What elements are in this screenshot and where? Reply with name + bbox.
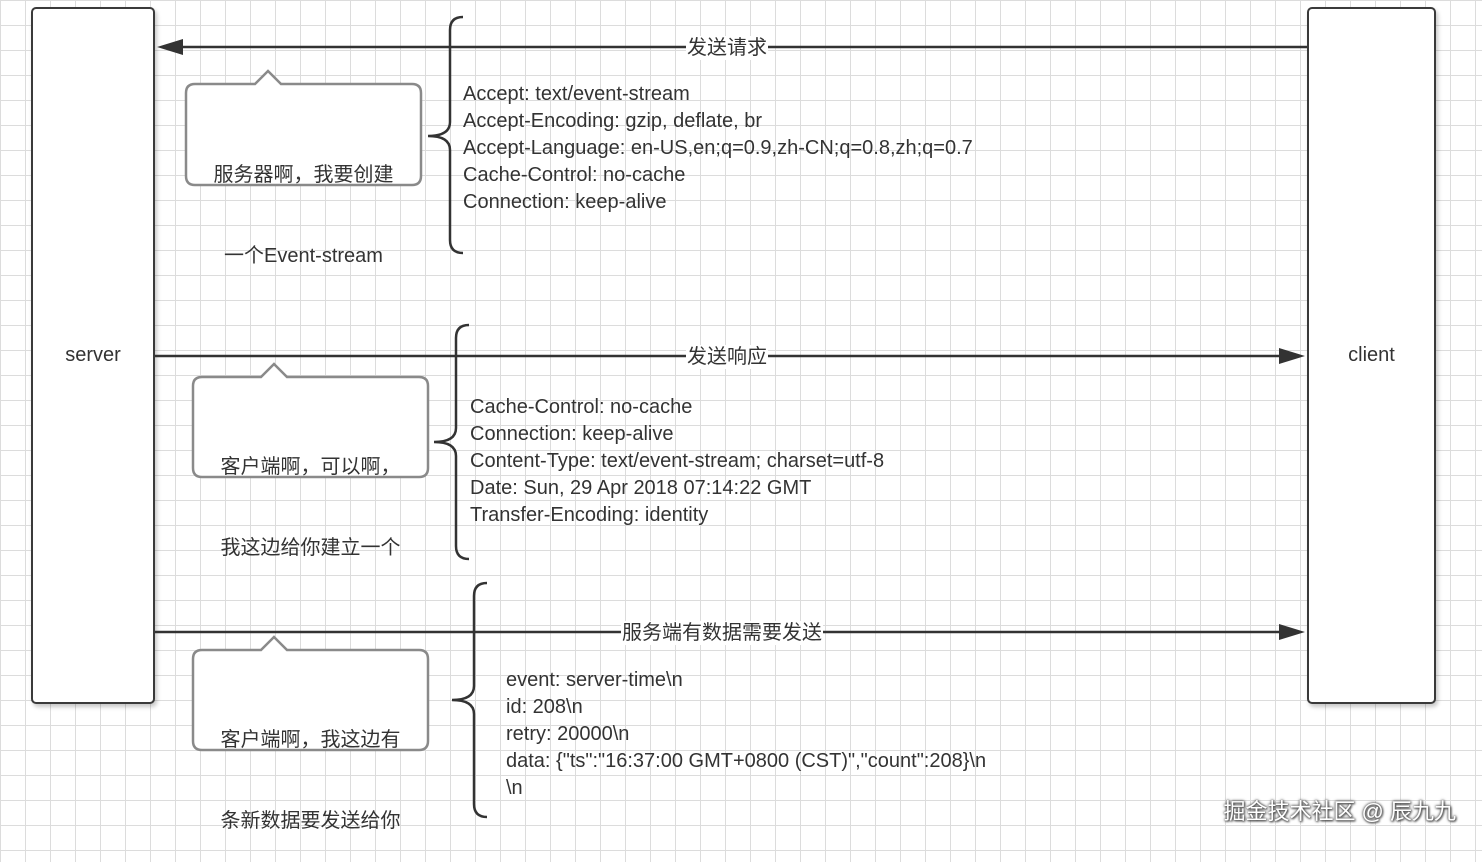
watermark: 掘金技术社区 @ 辰九九 [1223,799,1456,824]
push-arrowhead [1279,624,1305,640]
event-line: \n [506,777,523,799]
event-line: id: 208\n [506,696,583,718]
header-line: Accept-Language: en-US,en;q=0.9,zh-CN;q=… [463,137,973,159]
brace-request [427,15,464,255]
header-line: Connection: keep-alive [463,191,667,213]
response-arrow-label: 发送响应 [686,345,768,369]
push-arrow-label: 服务端有数据需要发送 [621,621,823,645]
callout-push [191,635,430,752]
header-line: Accept-Encoding: gzip, deflate, br [463,110,763,132]
header-line: Cache-Control: no-cache [463,164,686,186]
callout-response [191,362,430,479]
event-line: data: {"ts":"16:37:00 GMT+0800 (CST)","c… [506,750,987,772]
note-line: 我这边给你建立一个 [220,537,401,559]
note-line: 客户端啊，可以啊， [220,456,401,478]
brace-response [433,323,470,561]
header-line: Cache-Control: no-cache [470,396,693,418]
note-line: 服务器啊，我要创建 [213,164,394,186]
client-label: client [1348,344,1395,366]
note-line: 一个Event-stream [224,245,383,267]
request-arrowhead [157,39,183,55]
event-stream-message: event: server-time\n id: 208\n retry: 20… [506,667,986,802]
event-line: event: server-time\n [506,669,683,691]
note-line: 条新数据要发送给你 [220,810,401,832]
brace-push [451,581,488,819]
header-line: Content-Type: text/event-stream; charset… [470,450,885,472]
header-line: Connection: keep-alive [470,423,674,445]
response-headers: Cache-Control: no-cache Connection: keep… [470,394,884,529]
request-note: 服务器啊，我要创建 一个Event-stream [186,108,421,297]
header-line: Accept: text/event-stream [463,83,690,105]
push-note: 客户端啊，我这边有 条新数据要发送给你 [193,673,428,862]
callout-request [184,69,423,187]
request-headers: Accept: text/event-stream Accept-Encodin… [463,81,973,216]
server-lifeline: server [31,7,155,704]
server-label: server [65,344,121,366]
response-note: 客户端啊，可以啊， 我这边给你建立一个 [193,400,428,589]
event-line: retry: 20000\n [506,723,630,745]
request-arrow-label: 发送请求 [686,36,768,60]
header-line: Date: Sun, 29 Apr 2018 07:14:22 GMT [470,477,812,499]
client-lifeline: client [1307,7,1436,704]
note-line: 客户端啊，我这边有 [220,729,401,751]
header-line: Transfer-Encoding: identity [470,504,709,526]
response-arrowhead [1279,348,1305,364]
